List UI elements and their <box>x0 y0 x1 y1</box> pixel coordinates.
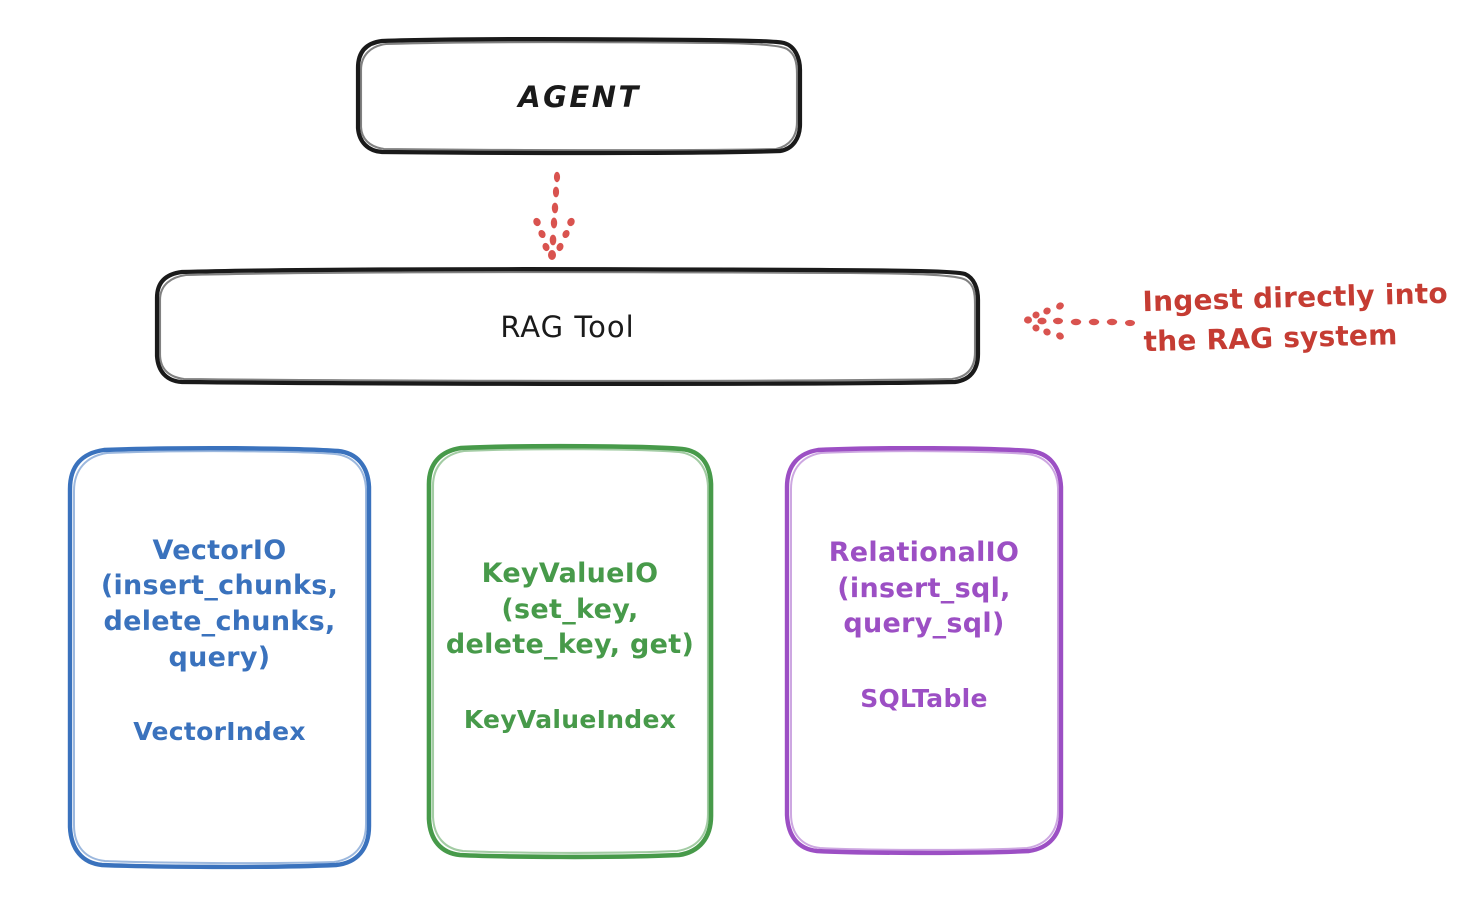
key-value-io-index-label: KeyValueIndex <box>463 704 677 734</box>
relational-io-api-label: RelationalIO (insert_sql, query_sql) <box>828 537 1020 640</box>
node-rag-tool[interactable]: RAG Tool <box>157 270 978 383</box>
node-rag-tool-label: RAG Tool <box>500 309 635 344</box>
key-value-io-api-label: KeyValueIO (set_key, delete_key, get) <box>445 558 695 661</box>
vector-io-api-label: VectorIO (insert_chunks, delete_chunks, … <box>100 534 339 673</box>
annotation-ingest: Ingest directly into the RAG system <box>1142 277 1473 358</box>
connector-ingest-to-rag-tool-icon <box>1024 302 1135 340</box>
connector-agent-to-rag-tool-icon <box>533 171 575 260</box>
vector-io-index-label: VectorIndex <box>133 717 306 747</box>
node-vector-io[interactable]: VectorIO (insert_chunks, delete_chunks, … <box>70 449 369 866</box>
node-key-value-io[interactable]: KeyValueIO (set_key, delete_key, get) Ke… <box>429 446 711 856</box>
annotation-ingest-text: Ingest directly into the RAG system <box>1142 276 1449 358</box>
relational-io-index-label: SQLTable <box>860 683 988 713</box>
node-relational-io[interactable]: RelationalIO (insert_sql, query_sql) SQL… <box>787 449 1061 851</box>
node-agent-label: AGENT <box>518 79 641 114</box>
node-agent[interactable]: AGENT <box>358 40 801 153</box>
